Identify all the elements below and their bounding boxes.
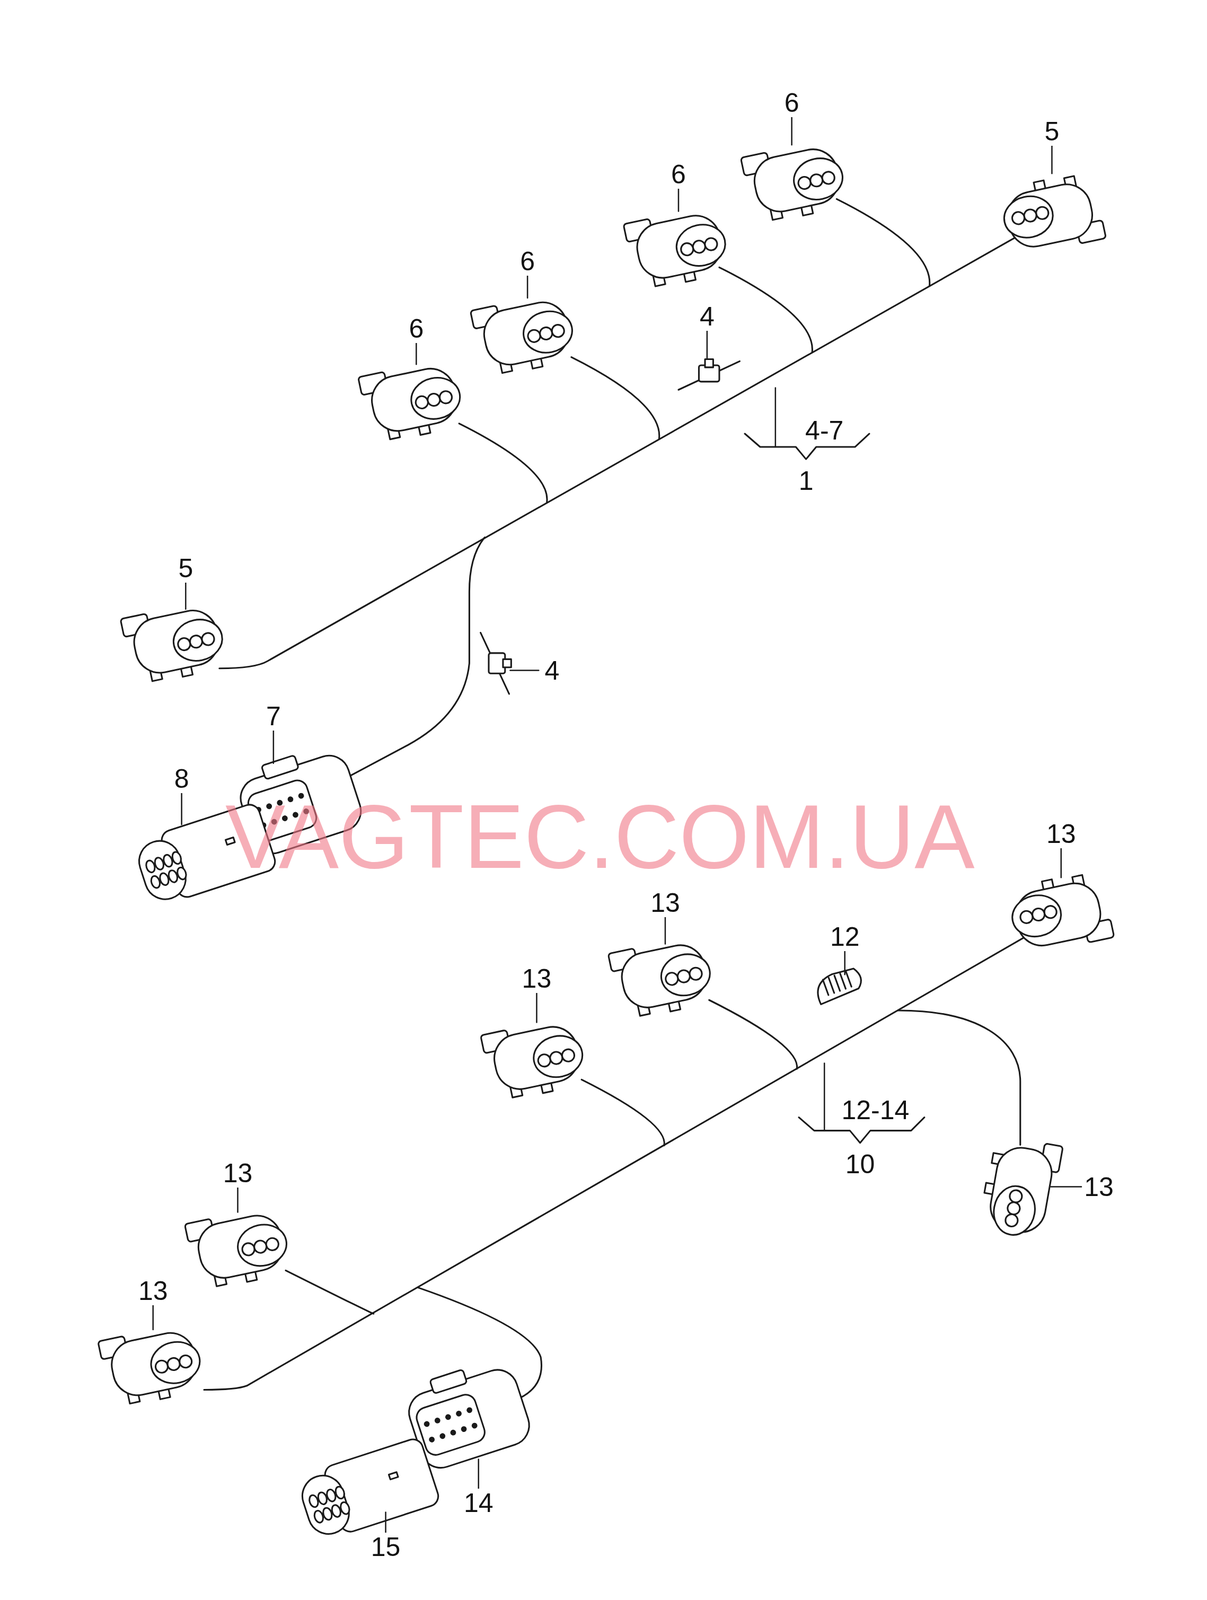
callout-number: 14 [461,1488,496,1518]
leader-line [790,117,793,145]
plug-housing [623,204,732,293]
leader-line [1060,847,1062,878]
leader-line [677,188,680,211]
wire [719,267,813,352]
callout-number: 4 [697,302,717,331]
callout-number: 6 [782,88,802,118]
plug-housing [740,137,849,226]
leader-line [477,1458,480,1489]
leader-line [180,793,183,825]
cable-clip [812,965,865,1005]
plug-housing [98,1321,207,1410]
wire [709,999,798,1069]
leader-line [152,1305,154,1330]
callout-number: 15 [368,1532,403,1562]
callout-number: 13 [1081,1172,1116,1202]
male-connector [295,1436,442,1544]
cable-clip [480,632,512,694]
callout-number: 13 [136,1276,171,1306]
leader-line [706,330,709,360]
leader-line [384,1511,387,1532]
leader-line [664,917,667,944]
leader-line [1051,145,1053,174]
plug-housing [480,1015,589,1104]
leader-line [843,950,846,975]
callout-number: 5 [1042,117,1062,146]
plug-housing [997,170,1106,259]
callout-number: 6 [517,247,537,276]
leader-line [184,582,187,610]
wire [219,234,1021,669]
leader-line [509,669,539,672]
plug-housing [120,598,229,687]
watermark: VAGTEC.COM.UA [225,791,975,882]
plug-housing [470,291,579,380]
leader-line [1051,1185,1082,1188]
callout-number: 4 [542,656,562,685]
leader-line [272,730,275,764]
callout-number: 13 [221,1158,255,1188]
leader-line [415,342,418,365]
wire [459,423,548,503]
leader-line [535,992,538,1023]
wire [204,936,1026,1390]
wire [346,537,485,778]
callout-number: 8 [172,764,192,794]
callout-number: 6 [668,160,689,189]
callout-number: 5 [175,553,196,583]
callout-number: 7 [263,701,284,731]
plug-housing [184,1204,293,1293]
callout-number: 12 [827,922,862,951]
leader-line [823,1063,826,1131]
leader-line [236,1187,239,1212]
wire [836,198,930,286]
callout-number: 13 [520,964,554,993]
callout-number: 4-7 [803,416,846,445]
callout-number: 10 [843,1149,878,1179]
leader-line [526,275,529,298]
leader-line [774,387,777,447]
wire [581,1079,665,1145]
callout-number: 12-14 [839,1095,912,1125]
callout-number: 1 [796,466,816,496]
plug-housing [358,357,467,446]
callout-number: 6 [406,314,426,343]
plug-housing [978,1134,1063,1241]
callout-number: 13 [648,888,683,918]
wire [571,357,660,439]
wire [285,1270,374,1314]
plug-housing [608,933,717,1022]
callout-number: 13 [1044,819,1079,849]
cable-clip [678,359,740,391]
plug-housing [1006,868,1115,957]
